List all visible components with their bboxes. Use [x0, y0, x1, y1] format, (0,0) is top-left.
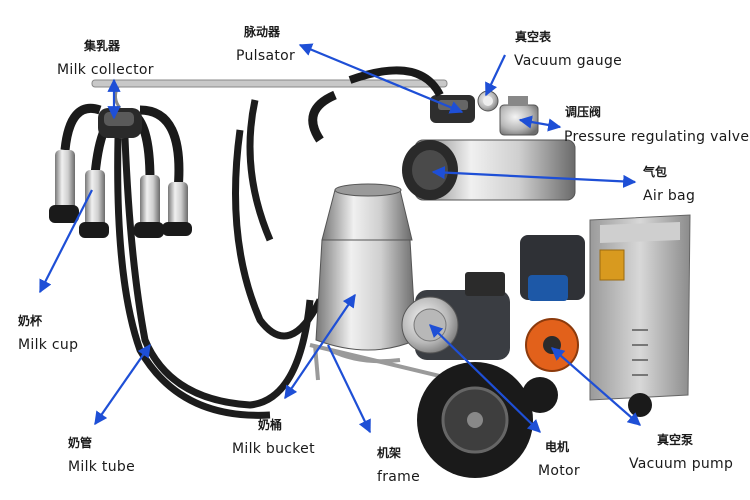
- label-milk-collector-cn: 集乳器: [84, 39, 121, 53]
- air-bag-tank: [402, 139, 576, 201]
- label-frame-cn: 机架: [377, 446, 402, 460]
- label-milk-collector-en: Milk collector: [57, 62, 154, 78]
- arrow-motor: [429, 324, 541, 433]
- label-vacuum-pump-cn: 真空泵: [657, 433, 694, 447]
- label-pulsator-en: Pulsator: [236, 48, 296, 64]
- label-air-bag-cn: 气包: [643, 165, 668, 179]
- electrical-box: [589, 214, 691, 401]
- arrow-vacuum-pump: [551, 347, 641, 426]
- arrow-pressure-valve: [518, 115, 562, 132]
- motor: [401, 272, 510, 360]
- label-pulsator-cn: 脉动器: [244, 25, 281, 39]
- label-milk-tube-en: Milk tube: [68, 459, 135, 475]
- label-milk-bucket-cn: 奶桶: [258, 418, 283, 432]
- milk-cup-4: [162, 182, 192, 236]
- arrow-pulsator: [298, 43, 464, 114]
- arrow-frame: [327, 344, 371, 434]
- vacuum-pump: [520, 235, 585, 372]
- arrow-milk-bucket: [284, 293, 356, 400]
- label-milk-tube-cn: 奶管: [68, 436, 93, 450]
- arrow-vacuum-gauge: [485, 54, 506, 97]
- label-pressure-valve-en: Pressure regulating valve: [564, 129, 750, 145]
- milk-cup-1: [49, 150, 79, 223]
- callout-arrows: [39, 43, 641, 434]
- label-milk-cup-en: Milk cup: [18, 337, 79, 353]
- arrow-milk-cup: [39, 189, 93, 294]
- vacuum-gauge: [477, 90, 499, 112]
- milk-cup-2: [79, 170, 109, 238]
- label-milk-cup-cn: 奶杯: [18, 314, 43, 328]
- label-air-bag-en: Air bag: [643, 188, 696, 204]
- label-vacuum-pump-en: Vacuum pump: [629, 456, 734, 472]
- label-vacuum-gauge-cn: 真空表: [515, 30, 552, 44]
- label-motor-en: Motor: [538, 463, 580, 479]
- pressure-valve: [499, 96, 539, 136]
- label-vacuum-gauge-en: Vacuum gauge: [514, 53, 623, 69]
- milk-bucket: [315, 183, 417, 351]
- label-pressure-valve-cn: 调压阀: [565, 105, 602, 119]
- milk-cup-3: [134, 175, 164, 238]
- arrow-air-bag: [431, 165, 637, 189]
- label-milk-bucket-en: Milk bucket: [232, 441, 315, 457]
- label-motor-cn: 电机: [545, 440, 570, 454]
- arrow-milk-tube: [94, 343, 151, 426]
- label-frame-en: frame: [377, 469, 421, 485]
